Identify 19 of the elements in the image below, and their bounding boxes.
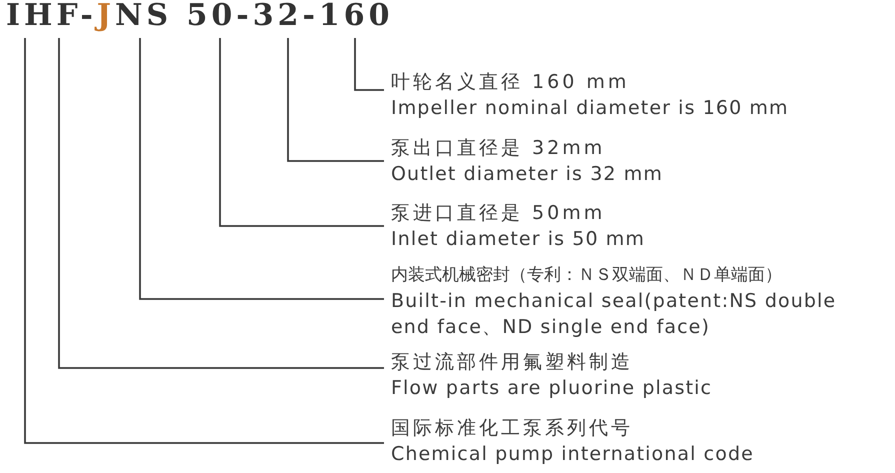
model-code-heading: IHF-JNS 50-32-160: [6, 0, 394, 32]
english-text: Flow parts are pluorine plastic: [391, 376, 712, 401]
leader-line: [354, 38, 384, 91]
leader-line: [58, 38, 384, 369]
leader-line: [219, 38, 384, 227]
chinese-text: 泵过流部件用氟塑料制造: [391, 350, 634, 375]
english-text: Chemical pump international code: [391, 442, 754, 467]
leader-line: [24, 38, 384, 444]
chinese-text: 国际标准化工泵系列代号: [391, 416, 634, 441]
english-text: Outlet diameter is 32 mm: [391, 162, 663, 187]
english-text: Inlet diameter is 50 mm: [391, 227, 646, 252]
chinese-text: 泵进口直径是 50mm: [391, 201, 606, 226]
chinese-text: 内装式机械密封（专利：ＮＳ双端面、ＮＤ单端面）: [391, 264, 783, 287]
chinese-text: 泵出口直径是 32mm: [391, 136, 606, 161]
leader-line: [287, 38, 384, 162]
english-text: Built-in mechanical seal(patent:NS double end face、ND single end face): [391, 289, 838, 340]
leader-line: [139, 38, 384, 300]
chinese-text: 叶轮名义直径 160 mm: [391, 70, 630, 95]
english-text: Impeller nominal diameter is 160 mm: [391, 96, 789, 121]
